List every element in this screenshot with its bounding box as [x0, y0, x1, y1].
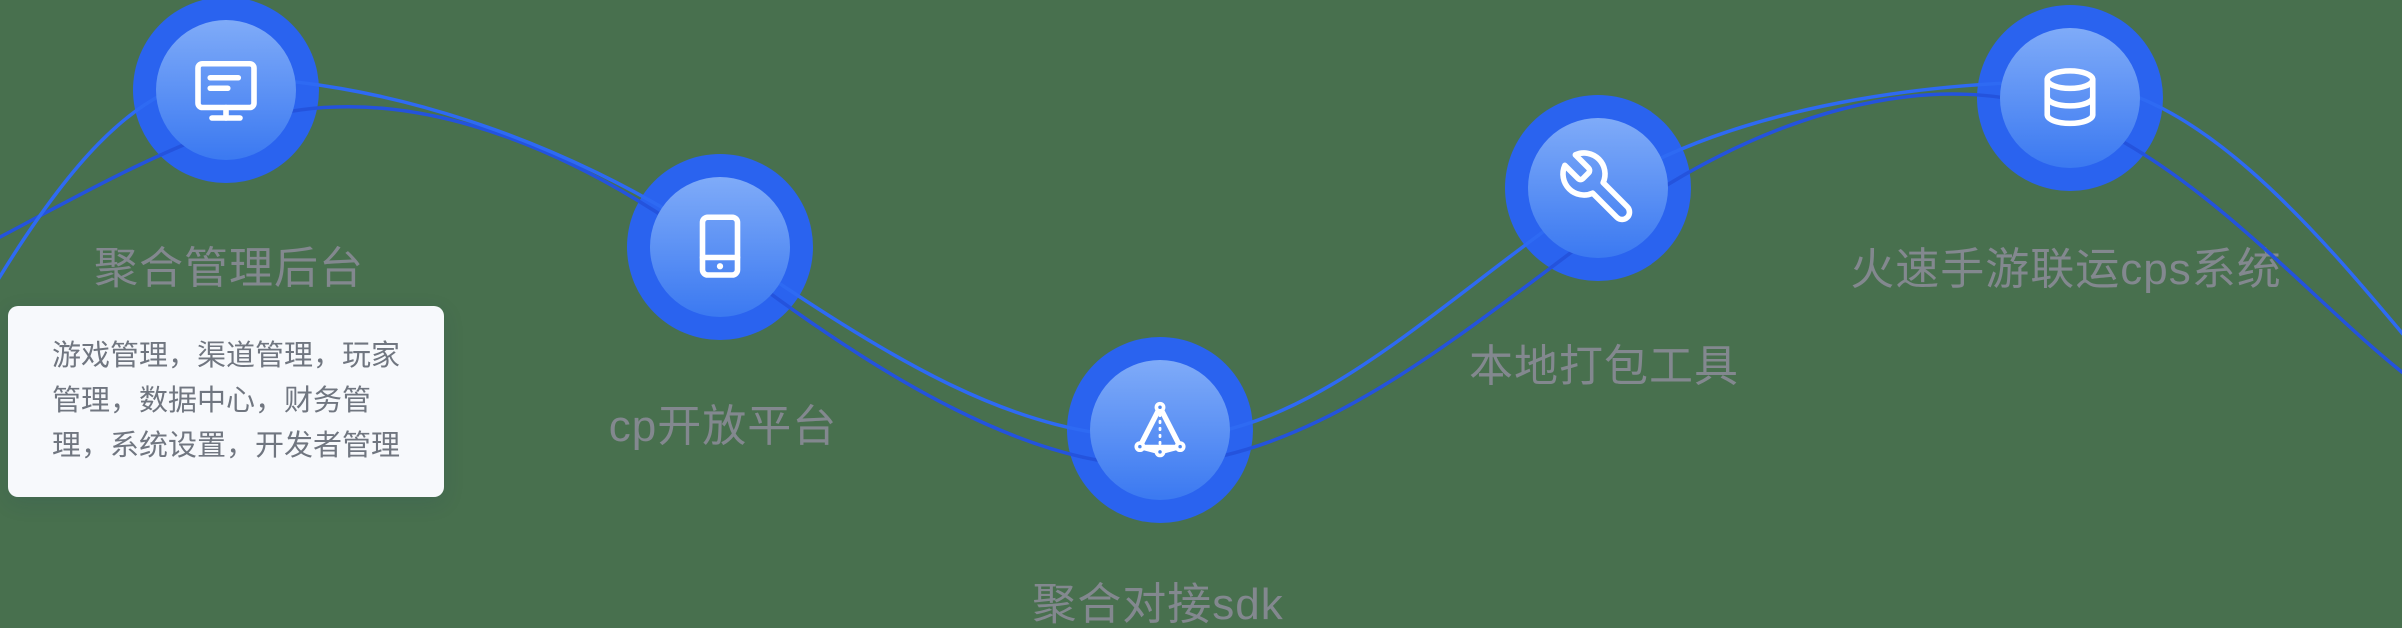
- network-pyramid-icon: [1134, 401, 1186, 458]
- tooltip-card: 游戏管理，渠道管理，玩家 管理，数据中心，财务管 理，系统设置，开发者管理: [8, 306, 444, 497]
- node-label-local-packaging-tool: 本地打包工具: [1469, 342, 1739, 391]
- node-inner-circle: [1528, 118, 1668, 258]
- node-inner-circle: [2000, 28, 2140, 168]
- tooltip-text-line: 理，系统设置，开发者管理: [52, 430, 401, 462]
- tooltip-text-line: 游戏管理，渠道管理，玩家: [52, 340, 401, 372]
- node-cp-open-platform[interactable]: [678, 205, 762, 289]
- monitor-icon: [195, 60, 257, 121]
- node-aggregation-sdk[interactable]: [1118, 388, 1202, 472]
- node-label-aggregation-sdk: 聚合对接sdk: [1032, 580, 1284, 628]
- node-label-aggregation-admin: 聚合管理后台: [94, 244, 364, 293]
- node-local-packaging-tool[interactable]: [1556, 146, 1640, 230]
- wrench-icon: [1560, 150, 1633, 223]
- smartphone-icon: [699, 214, 741, 278]
- node-cps-system[interactable]: [2028, 56, 2112, 140]
- tooltip-text-line: 管理，数据中心，财务管: [52, 385, 372, 417]
- node-label-cps-system: 火速手游联运cps系统: [1850, 245, 2282, 294]
- node-label-cp-open-platform: cp开放平台: [608, 402, 838, 451]
- node-inner-circle: [650, 177, 790, 317]
- node-aggregation-admin[interactable]: [184, 48, 268, 132]
- database-icon: [2044, 68, 2096, 127]
